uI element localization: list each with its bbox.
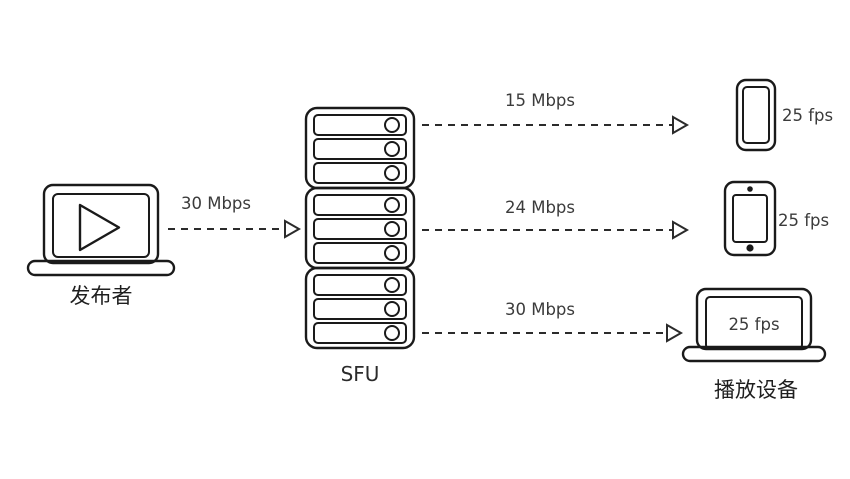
sfu-caption: SFU (341, 362, 380, 386)
server-slot (313, 218, 407, 240)
server-slot (313, 298, 407, 320)
server-slot (313, 322, 407, 344)
server-slot (313, 114, 407, 136)
server-slot (313, 194, 407, 216)
subscriber-laptop: 25 fps 播放设备 (681, 287, 827, 402)
uplink-rate-label: 30 Mbps (181, 194, 251, 213)
phone-fps-label: 25 fps (782, 106, 833, 125)
downlink-to-phone: 15 Mbps (422, 91, 688, 134)
laptop-caption: 播放设备 (714, 378, 798, 402)
downlink-arrowhead-icon (666, 324, 682, 342)
downlink-arrowhead-icon (672, 116, 688, 134)
publisher-node: 发布者 (26, 183, 176, 308)
tablet-icon (723, 180, 777, 257)
server-slot (313, 242, 407, 264)
server-unit (304, 186, 416, 270)
downlink-to-laptop: 30 Mbps (422, 300, 682, 342)
downlink-to-tablet: 24 Mbps (422, 198, 688, 239)
subscriber-tablet: 25 fps (723, 180, 829, 257)
uplink-arrowhead-icon (284, 220, 300, 238)
server-unit (304, 106, 416, 190)
laptop-icon (681, 287, 827, 363)
downlink-rate-label: 30 Mbps (505, 300, 575, 319)
downlink-rate-label: 24 Mbps (505, 198, 575, 217)
publisher-caption: 发布者 (70, 284, 133, 308)
tablet-fps-label: 25 fps (778, 211, 829, 230)
server-stack-icon (304, 106, 416, 350)
subscriber-phone: 25 fps (735, 78, 833, 152)
downlink-rate-label: 15 Mbps (505, 91, 575, 110)
sfu-node: SFU (304, 106, 416, 386)
server-slot (313, 162, 407, 184)
server-slot (313, 138, 407, 160)
server-unit (304, 266, 416, 350)
smartphone-icon (735, 78, 777, 152)
downlink-arrowhead-icon (672, 221, 688, 239)
uplink-publisher-to-sfu: 30 Mbps (168, 194, 300, 238)
laptop-play-icon (26, 183, 176, 277)
laptop-fps-label: 25 fps (728, 315, 779, 334)
server-slot (313, 274, 407, 296)
